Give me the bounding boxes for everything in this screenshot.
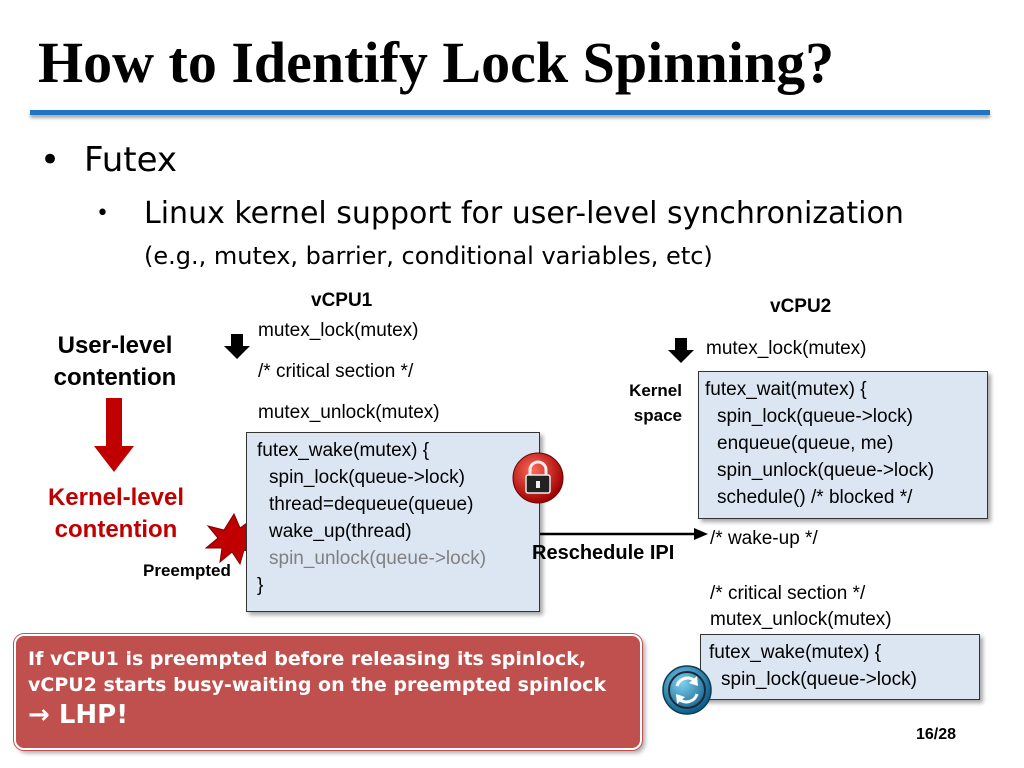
vcpu1-label: vCPU1 — [311, 290, 373, 311]
vcpu1-mutex-unlock: mutex_unlock(mutex) — [258, 402, 440, 423]
code-line: enqueue(queue, me) — [717, 433, 894, 454]
kernel-level-contention: Kernel-level contention — [47, 484, 185, 543]
lock-icon — [512, 452, 564, 504]
refresh-icon — [662, 665, 712, 715]
bullet-futex: • Futex — [40, 140, 177, 180]
callout-lhp: LHP! — [58, 700, 129, 730]
code-line: spin_unlock(queue->lock) — [717, 460, 935, 481]
code-line: wake_up(thread) — [269, 521, 412, 542]
kernel-space-label: Kernel space — [629, 381, 682, 425]
reschedule-ipi-arrow — [540, 528, 708, 540]
vcpu2-futex-wake-box: futex_wake(mutex) { spin_lock(queue->loc… — [700, 634, 980, 700]
callout-line-3: → LHP! — [16, 698, 640, 732]
down-arrow-shaft — [106, 398, 122, 448]
vcpu1-critical-section: /* critical section */ — [258, 361, 414, 382]
vcpu2-mutex-unlock: mutex_unlock(mutex) — [710, 609, 892, 630]
down-arrow-icon — [94, 446, 134, 472]
code-line: futex_wake(mutex) { — [257, 440, 430, 461]
vcpu2-critical-section: /* critical section */ — [710, 583, 866, 604]
vcpu1-mutex-lock: mutex_lock(mutex) — [258, 320, 419, 341]
bullet-dot: • — [96, 201, 109, 226]
title-underline — [30, 110, 990, 115]
vcpu2-wake-up: /* wake-up */ — [710, 528, 818, 549]
preempted-label: Preempted — [143, 561, 231, 580]
code-line: spin_lock(queue->lock) — [717, 406, 913, 427]
bullet-linux-sub: (e.g., mutex, barrier, conditional varia… — [144, 242, 713, 270]
vcpu2-pointer-arrow-icon — [668, 338, 694, 363]
vcpu1-pointer-arrow-icon — [224, 334, 250, 359]
code-line: spin_lock(queue->lock) — [721, 669, 917, 690]
callout-line-1: If vCPU1 is preempted before releasing i… — [28, 648, 587, 670]
lhp-callout: If vCPU1 is preempted before releasing i… — [14, 634, 642, 750]
code-line: spin_unlock(queue->lock) — [269, 548, 487, 569]
vcpu2-futex-wait-box: futex_wait(mutex) { spin_lock(queue->loc… — [698, 371, 988, 519]
bullet-linux-text: Linux kernel support for user-level sync… — [144, 196, 904, 231]
bullet-dot: • — [40, 140, 61, 180]
code-line: schedule() /* blocked */ — [717, 487, 913, 508]
code-line: thread=dequeue(queue) — [269, 494, 474, 515]
callout-line-2: vCPU2 starts busy-waiting on the preempt… — [28, 674, 607, 696]
right-arrow-icon: → — [28, 700, 50, 730]
reschedule-ipi-label: Reschedule IPI — [532, 542, 675, 564]
user-level-contention: User-level contention — [53, 332, 177, 391]
page-number: 16/28 — [916, 726, 957, 743]
code-line: futex_wait(mutex) { — [705, 379, 867, 400]
vcpu2-mutex-lock: mutex_lock(mutex) — [706, 338, 867, 359]
bullet-futex-text: Futex — [84, 140, 178, 180]
vcpu2-label: vCPU2 — [770, 296, 832, 317]
code-line: spin_lock(queue->lock) — [269, 467, 465, 488]
vcpu1-futex-wake-box: futex_wake(mutex) { spin_lock(queue->loc… — [246, 432, 540, 612]
code-line: futex_wake(mutex) { — [709, 642, 882, 663]
slide-title: How to Identify Lock Spinning? — [38, 30, 835, 95]
bullet-linux: • Linux kernel support for user-level syn… — [96, 196, 904, 232]
code-line: } — [257, 575, 264, 596]
